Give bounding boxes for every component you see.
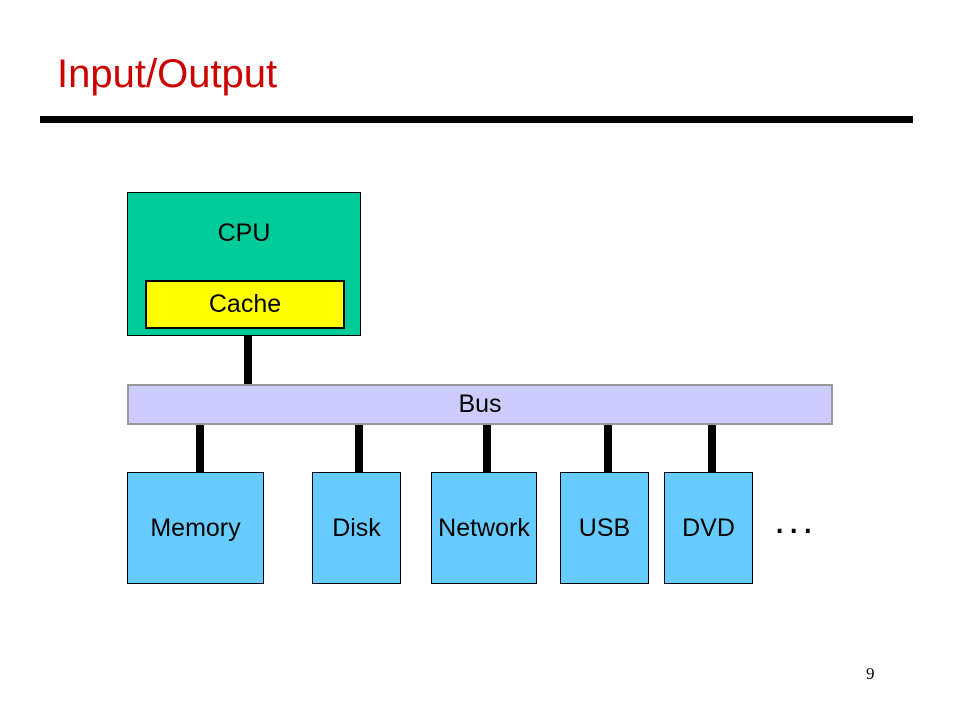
device-usb-label: USB	[578, 513, 631, 542]
device-disk-label: Disk	[332, 513, 381, 542]
device-usb: USB	[560, 472, 649, 584]
more-devices-ellipsis: ...	[774, 498, 817, 542]
device-network-label: Network	[438, 513, 530, 542]
usb-connector	[604, 425, 612, 472]
device-memory: Memory	[127, 472, 264, 584]
device-dvd-label: DVD	[682, 513, 735, 542]
cpu-bus-connector	[244, 336, 252, 384]
device-disk: Disk	[312, 472, 401, 584]
page-number: 9	[866, 664, 875, 683]
cache-label: Cache	[208, 290, 282, 318]
network-connector	[483, 425, 491, 472]
cpu-label: CPU	[217, 219, 271, 247]
bus-label: Bus	[458, 390, 502, 418]
bus-box: Bus	[127, 384, 833, 425]
device-memory-label: Memory	[150, 513, 241, 542]
memory-connector	[196, 425, 204, 472]
disk-connector	[355, 425, 363, 472]
device-dvd: DVD	[664, 472, 753, 584]
dvd-connector	[708, 425, 716, 472]
cache-box: Cache	[145, 280, 345, 329]
slide-title: Input/Output	[57, 52, 278, 96]
title-underline	[40, 116, 913, 123]
device-network: Network	[431, 472, 537, 584]
